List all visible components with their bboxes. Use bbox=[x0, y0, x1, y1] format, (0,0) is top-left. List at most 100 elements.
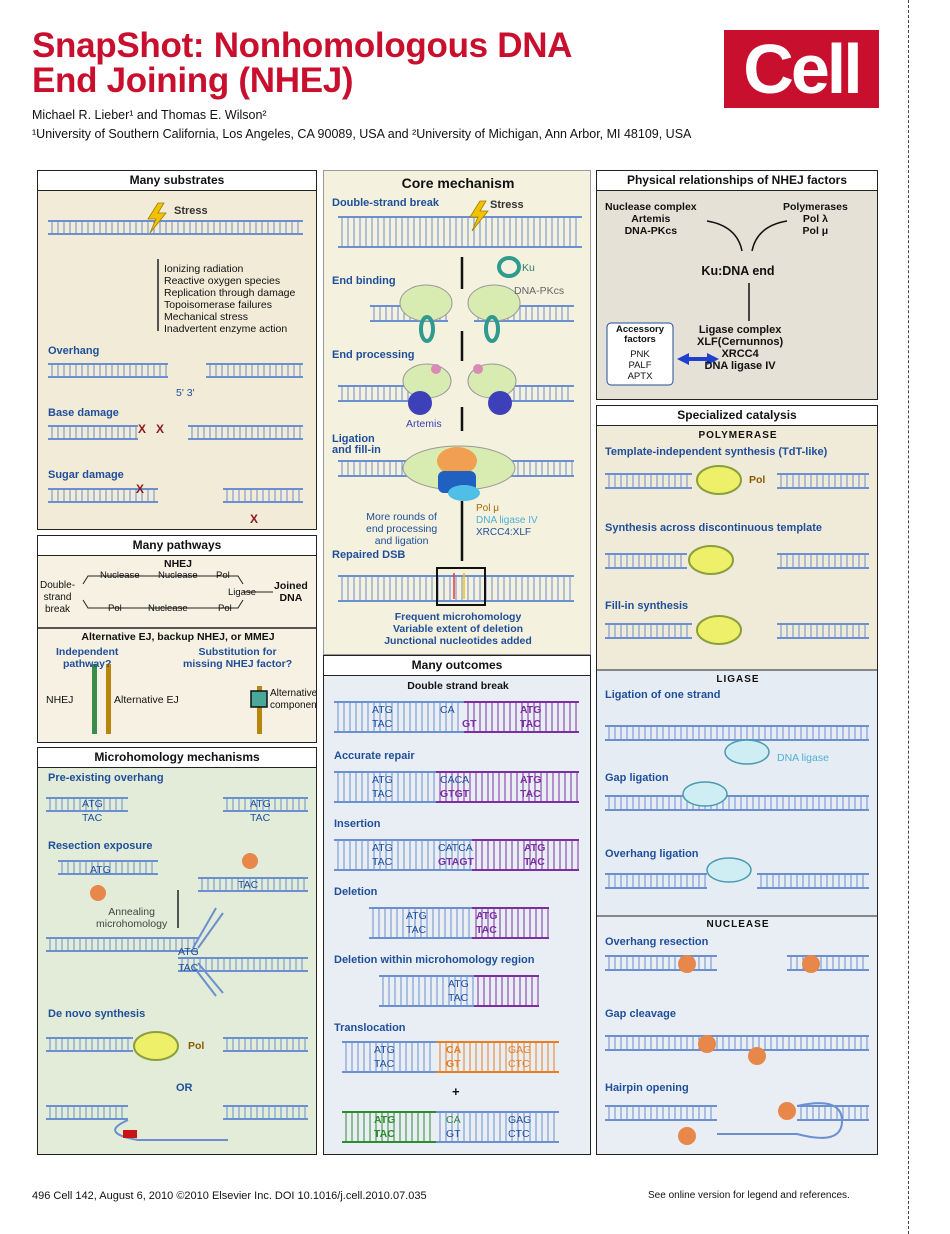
ins-gtagt: GTAGT bbox=[438, 856, 474, 868]
del-tac-b: TAC bbox=[476, 924, 497, 936]
pol-label: Pol bbox=[188, 1040, 205, 1052]
dna-segment bbox=[338, 216, 582, 248]
dna-segment bbox=[777, 473, 869, 489]
panel-title: Many outcomes bbox=[324, 656, 590, 676]
pol-mu-label: Pol μ bbox=[476, 503, 499, 514]
accurate-label: Accurate repair bbox=[334, 750, 415, 762]
pol-step-2: Pol bbox=[108, 603, 122, 614]
gap-cleavage-label: Gap cleavage bbox=[605, 1008, 676, 1020]
svg-text:X: X bbox=[136, 482, 144, 496]
ligase-heading: LIGASE bbox=[716, 674, 760, 685]
panel-title: Physical relationships of NHEJ factors bbox=[597, 171, 877, 191]
dsb-label: Double-strand break bbox=[332, 197, 439, 209]
ins-tac-b: TAC bbox=[524, 856, 545, 868]
end-binding-label: End binding bbox=[332, 275, 396, 287]
del-tac: TAC bbox=[406, 924, 427, 936]
dna-segment bbox=[188, 425, 303, 440]
gap-ligation-label: Gap ligation bbox=[605, 772, 669, 784]
lig4-label: DNA ligase IV bbox=[476, 515, 538, 526]
dna-segment bbox=[436, 1041, 559, 1073]
ligase-step: Ligase bbox=[228, 587, 256, 598]
pol-step-3: Pol bbox=[218, 603, 232, 614]
panel-many-substrates: Many substrates X X X X Stress Ionizing … bbox=[37, 170, 317, 530]
outcomes-graphic bbox=[334, 701, 579, 1143]
dna-segment bbox=[223, 488, 303, 503]
ins-catca: CATCA bbox=[438, 842, 473, 854]
seq-tac-1: TAC bbox=[82, 812, 103, 824]
seq-atg-2: ATG bbox=[250, 798, 271, 810]
seq-tac-2: TAC bbox=[250, 812, 271, 824]
seq-atg-3: ATG bbox=[90, 864, 111, 876]
dna-segment bbox=[379, 975, 474, 1007]
fillin-label: Fill-in synthesis bbox=[605, 600, 689, 612]
one-strand-label: Ligation of one strand bbox=[605, 689, 721, 701]
tr-tac: TAC bbox=[374, 1058, 395, 1070]
ins-atg: ATG bbox=[372, 842, 393, 854]
dna-segment bbox=[605, 1035, 869, 1051]
xrcc4-label: XRCC4:XLF bbox=[476, 527, 532, 538]
overhang-ligation-label: Overhang ligation bbox=[605, 848, 699, 860]
panel-physical-relationships: Physical relationships of NHEJ factors N… bbox=[596, 170, 878, 400]
tr-gag: GAG bbox=[508, 1044, 532, 1056]
nuclease-step-2: Nuclease bbox=[158, 570, 198, 581]
dna-segment bbox=[223, 797, 308, 812]
authors: Michael R. Lieber¹ and Thomas E. Wilson² bbox=[32, 108, 267, 122]
accessory-title: Accessory factors bbox=[615, 324, 665, 345]
tr-atg: ATG bbox=[374, 1044, 395, 1056]
nhej-heading: NHEJ bbox=[163, 558, 192, 570]
annealing-label: Annealing microhomology bbox=[96, 906, 168, 930]
dna-segment bbox=[48, 363, 168, 378]
footer-citation: 496 Cell 142, August 6, 2010 ©2010 Elsev… bbox=[32, 1190, 427, 1202]
catalysis-graphic bbox=[597, 465, 877, 1154]
ligation-label: Ligation and fill-in bbox=[332, 433, 381, 456]
seq-ca: CA bbox=[440, 704, 455, 716]
panel-title: Many substrates bbox=[38, 171, 316, 191]
dna-segment bbox=[334, 839, 472, 871]
tr2-gag: GAG bbox=[508, 1114, 532, 1126]
ins-tac: TAC bbox=[372, 856, 393, 868]
del-atg: ATG bbox=[406, 910, 427, 922]
substrates-dna-graphic: X X X X bbox=[48, 202, 303, 526]
panel-many-outcomes: Many outcomes Double strand break ATG TA… bbox=[323, 655, 591, 1155]
dna-segment bbox=[46, 797, 128, 812]
dna-segment bbox=[178, 957, 308, 972]
dna-segment bbox=[198, 877, 308, 892]
dna-segment bbox=[369, 907, 472, 939]
dna-segment bbox=[58, 860, 158, 875]
template-indep-label: Template-independent synthesis (TdT-like… bbox=[605, 446, 828, 458]
dna-segment bbox=[342, 1041, 436, 1073]
stress-label: Stress bbox=[174, 205, 208, 217]
tr2-ca: CA bbox=[446, 1114, 461, 1126]
dna-segment bbox=[777, 553, 869, 569]
dm-atg: ATG bbox=[448, 978, 469, 990]
outcome-dsb-label: Double strand break bbox=[407, 680, 509, 692]
base-damage-label: Base damage bbox=[48, 407, 119, 419]
dna-segment bbox=[436, 1111, 559, 1143]
dna-segment bbox=[605, 873, 707, 889]
translocation-label: Translocation bbox=[334, 1022, 406, 1034]
acc-atg-b: ATG bbox=[520, 774, 542, 786]
pol-label: Pol bbox=[749, 474, 766, 486]
dna-segment bbox=[342, 1111, 436, 1143]
acc-caca: CACA bbox=[440, 774, 470, 786]
ends-label: 5' 3' bbox=[176, 387, 195, 399]
independent-label: Independent pathway? bbox=[56, 646, 119, 670]
dna-segment bbox=[334, 771, 436, 803]
deletion-micro-label: Deletion within microhomology region bbox=[334, 954, 535, 966]
seq-tac-4: TAC bbox=[178, 962, 199, 974]
panel-microhomology: Microhomology mechanisms Pre-existing ov… bbox=[37, 747, 317, 1155]
acc-tac: TAC bbox=[372, 788, 393, 800]
dna-segment bbox=[777, 623, 869, 639]
footer-note: See online version for legend and refere… bbox=[648, 1190, 850, 1201]
repaired-label: Repaired DSB bbox=[332, 549, 406, 561]
cell-logo: Cell bbox=[724, 30, 879, 108]
tr-gt: GT bbox=[446, 1058, 461, 1070]
seq-tac-b: TAC bbox=[520, 718, 541, 730]
overhang-label: Overhang bbox=[48, 345, 100, 357]
tr2-ctc: CTC bbox=[508, 1128, 530, 1140]
dna-segment bbox=[605, 795, 869, 811]
